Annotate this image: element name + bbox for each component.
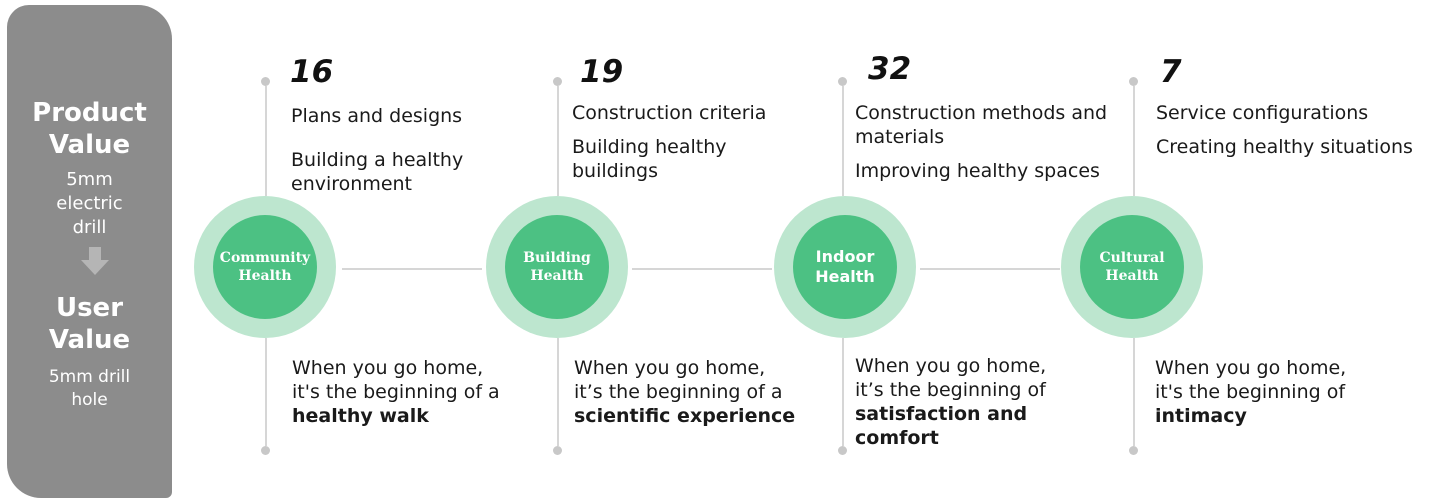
stage-bottom-emphasis: scientific experience — [574, 404, 795, 428]
timeline-line — [842, 338, 844, 446]
stage-bottom-emphasis: comfort — [855, 426, 939, 450]
down-arrow-icon — [81, 247, 109, 275]
stage-circle: Cultural Health — [1061, 196, 1203, 338]
stage-circle-label: Indoor Health — [793, 215, 897, 319]
stage-circle-label: Building Health — [505, 215, 609, 319]
stage-top-text: Plans and designs — [291, 105, 463, 127]
stage-bottom-bold: satisfaction and — [855, 403, 1028, 425]
timeline-dot — [261, 446, 270, 455]
timeline-line — [557, 338, 559, 446]
stage-bottom-text: When you go home, — [855, 355, 1047, 377]
connector-line — [632, 268, 772, 270]
stage-count: 7 — [1160, 54, 1182, 90]
product-value-sub-line1: 5mm — [66, 169, 113, 190]
user-value-sub-line1: 5mm drill — [48, 367, 131, 387]
stage-circle-label: Cultural Health — [1080, 215, 1184, 319]
stage-circle-label: Community Health — [213, 215, 317, 319]
stage-top-text: materials — [855, 126, 945, 148]
stage-circle: Community Health — [194, 196, 336, 338]
timeline-dot — [838, 77, 847, 86]
stage-circle: Indoor Health — [774, 196, 916, 338]
stage-bottom-emphasis: satisfaction and — [855, 402, 1027, 426]
timeline-line — [842, 86, 844, 196]
stage-bottom-text: it’s the beginning of — [855, 379, 1046, 401]
stage-bottom-bold: intimacy — [1155, 405, 1247, 427]
stage-bottom-emphasis: intimacy — [1155, 404, 1247, 428]
stage-bottom-text: it's the beginning of — [1155, 381, 1346, 403]
timeline-line — [557, 86, 559, 196]
stage-top-text: Building healthy — [572, 136, 727, 158]
stage-count: 32 — [868, 51, 912, 87]
product-value-sub-line3: drill — [72, 217, 107, 238]
stage-top-text: Service configurations — [1156, 102, 1369, 124]
stage-bottom-bold: comfort — [855, 427, 939, 449]
stage-bottom-bold: scientific experience — [574, 405, 796, 427]
product-value-sub-line2: electric — [56, 193, 123, 214]
user-value-title-line1: User — [55, 293, 124, 323]
user-value-sub-line2: hole — [71, 390, 108, 410]
stage-count: 16 — [290, 54, 334, 90]
timeline-dot — [1129, 446, 1138, 455]
stage-top-text: Building a healthy — [291, 149, 464, 171]
connector-line — [342, 268, 482, 270]
stage-bottom-text: When you go home, — [292, 357, 484, 379]
stage-top-text: Improving healthy spaces — [855, 160, 1100, 182]
timeline-line — [265, 86, 267, 196]
stage-circle: Building Health — [486, 196, 628, 338]
stage-bottom-text: When you go home, — [574, 357, 766, 379]
timeline-line — [265, 338, 267, 446]
stage-bottom-emphasis: healthy walk — [292, 404, 429, 428]
product-value-title-line2: Value — [48, 130, 131, 160]
stage-top-text: Creating healthy situations — [1156, 136, 1413, 158]
stage-top-text: environment — [291, 173, 413, 195]
stage-top-text: Construction criteria — [572, 102, 767, 124]
timeline-dot — [261, 77, 270, 86]
timeline-dot — [553, 446, 562, 455]
timeline-line — [1133, 338, 1135, 446]
timeline-dot — [553, 77, 562, 86]
stage-bottom-text: When you go home, — [1155, 357, 1347, 379]
stage-bottom-text: it's the beginning of a — [292, 381, 500, 403]
product-value-title-line1: Product — [32, 98, 147, 128]
timeline-dot — [838, 446, 847, 455]
stage-top-text: Construction methods and — [855, 102, 1108, 124]
timeline-dot — [1129, 77, 1138, 86]
stage-bottom-text: it’s the beginning of a — [574, 381, 783, 403]
stage-count: 19 — [580, 54, 624, 90]
value-sidebar: Product Value 5mm electric drill User Va… — [7, 5, 172, 498]
connector-line — [920, 268, 1060, 270]
stage-top-text: buildings — [572, 160, 659, 182]
stage-bottom-bold: healthy walk — [292, 405, 429, 427]
user-value-title-line2: Value — [48, 325, 131, 355]
timeline-line — [1133, 86, 1135, 196]
